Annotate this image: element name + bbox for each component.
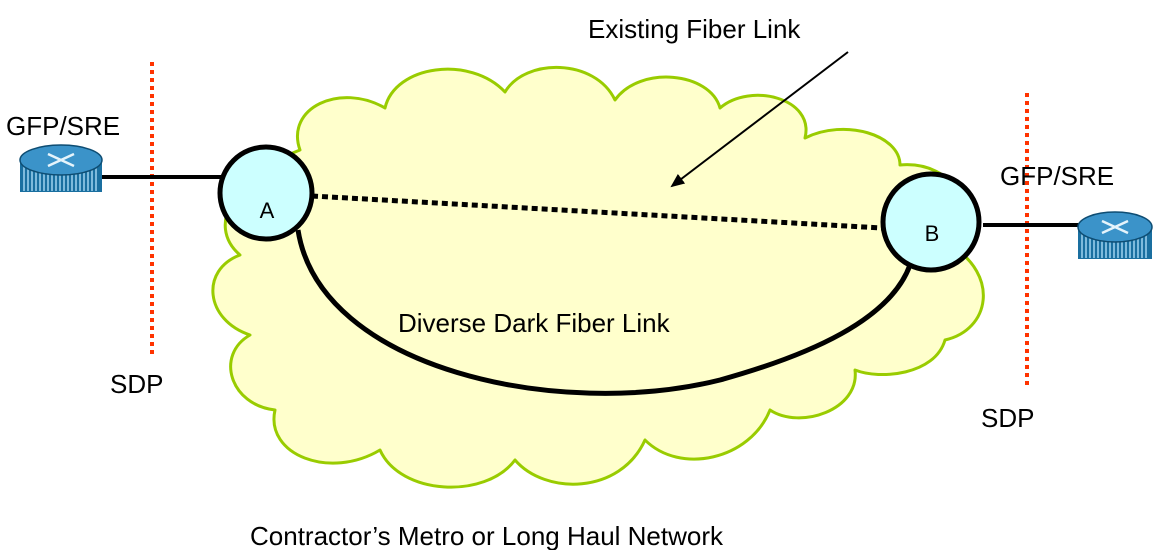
existing-fiber-link — [311, 193, 883, 231]
node-a: A — [217, 144, 315, 242]
network-cloud — [211, 65, 985, 489]
dark-fiber-link — [295, 229, 913, 396]
node-b-label: B — [925, 221, 940, 246]
right-sdp-label: SDP — [981, 403, 1034, 433]
left-sdp-label: SDP — [110, 369, 163, 399]
right-router-icon — [1077, 211, 1153, 259]
node-b: B — [880, 171, 982, 273]
existing-link-label: Existing Fiber Link — [588, 14, 801, 44]
dark-fiber-label: Diverse Dark Fiber Link — [398, 308, 671, 338]
existing-link-arrow — [670, 51, 849, 188]
right-device-label: GFP/SRE — [1000, 161, 1114, 191]
network-label: Contractor’s Metro or Long Haul Network — [250, 521, 724, 550]
left-router-icon — [19, 144, 103, 192]
left-device-label: GFP/SRE — [6, 111, 120, 141]
node-a-label: A — [260, 198, 275, 223]
